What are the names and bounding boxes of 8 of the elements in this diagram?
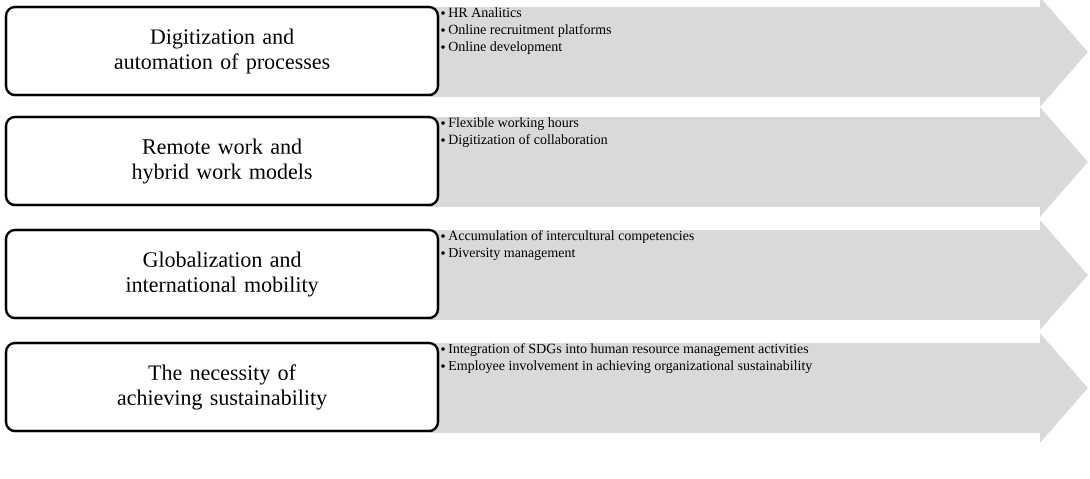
topic-box: Globalization and international mobility bbox=[4, 228, 440, 320]
topic-box: Remote work and hybrid work models bbox=[4, 115, 440, 207]
arrow-band: Flexible working hours Digitization of collaboration bbox=[430, 107, 1088, 217]
arrow-band: Integration of SDGs into human resource management activities Employee involvement in achieving organizational sustainability bbox=[430, 333, 1088, 443]
topic-box: Digitization and automation of processes bbox=[4, 5, 440, 97]
arrow-band: Accumulation of intercultural competencies Diversity management bbox=[430, 220, 1088, 330]
arrow-band: HR Analitics Online recruitment platforms Online development bbox=[430, 0, 1088, 107]
topic-box: The necessity of achieving sustainability bbox=[4, 341, 440, 433]
